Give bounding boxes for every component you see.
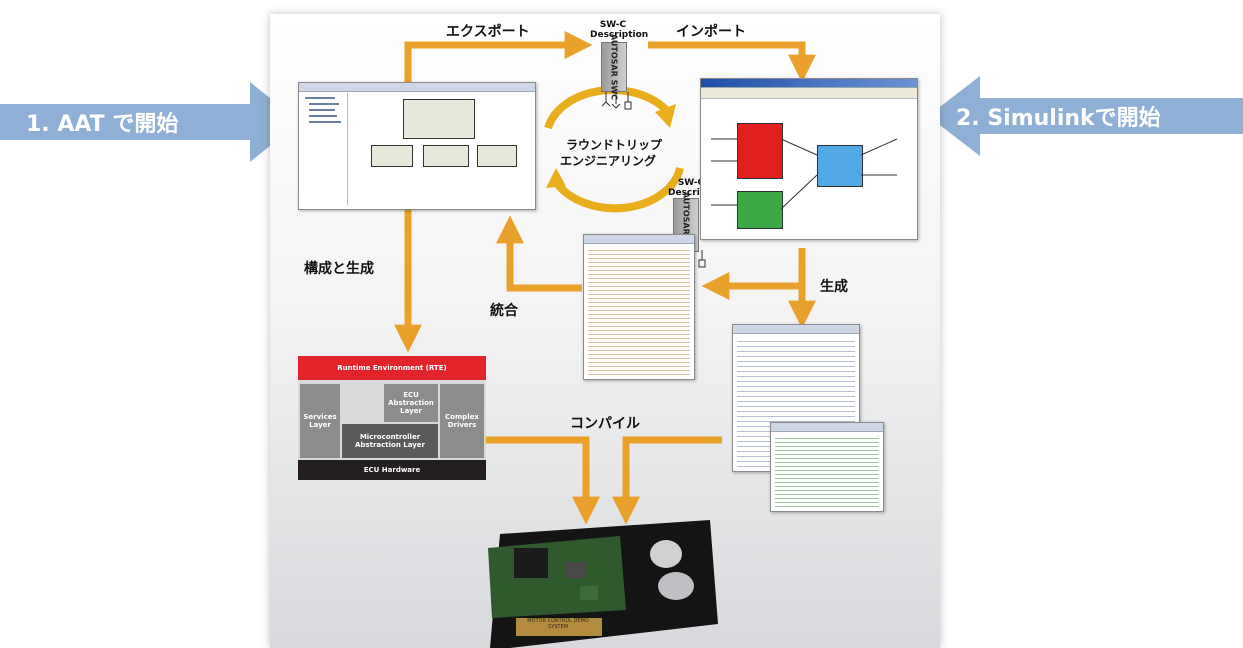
swc-top-ports <box>601 92 632 110</box>
rte-layer: Runtime Environment (RTE) <box>298 356 486 380</box>
arxml-arrow <box>701 248 806 300</box>
board-plate-label: MOTOR CONTROL DEMO SYSTEM <box>527 618 589 630</box>
ecu-hardware-layer: ECU Hardware <box>298 460 486 480</box>
roundtrip-label-line2: エンジニアリング <box>560 154 657 168</box>
swc-mid-description: SW-C Description <box>668 178 727 198</box>
configure-generate-label: 構成と生成 <box>304 261 374 277</box>
integrate-arrow <box>496 215 582 292</box>
export-arrow <box>404 31 593 82</box>
arxml-text <box>588 247 690 375</box>
right-callout-label: 2. Simulinkで開始 <box>956 106 1161 131</box>
compile-arrow-left <box>486 436 600 525</box>
aat-tool-window <box>298 82 536 210</box>
integrate-label: 統合 <box>490 303 518 319</box>
compile-arrow-right <box>612 436 722 525</box>
left-callout-arrow <box>0 82 300 162</box>
simulink-titlebar <box>701 79 917 88</box>
ecu-abstraction-layer: ECU Abstraction Layer <box>384 384 438 422</box>
autosar-layer-stack: Runtime Environment (RTE) Services Layer… <box>298 356 486 480</box>
roundtrip-arc-top <box>544 86 671 130</box>
aat-component-b <box>371 145 413 167</box>
roundtrip-label-line1: ラウンドトリップ <box>566 138 663 152</box>
export-label: エクスポート <box>446 24 530 40</box>
simulink-toolbar <box>701 88 917 99</box>
simulink-block-green <box>737 191 783 229</box>
aat-component-a <box>403 99 475 139</box>
swc-top-box: AUTOSAR SWC <box>601 34 627 100</box>
code-window-front-titlebar <box>771 423 883 432</box>
arxml-titlebar <box>584 235 694 244</box>
import-label: インポート <box>676 24 746 40</box>
aat-component-c <box>423 145 469 167</box>
aat-tree-pane <box>301 93 348 205</box>
aat-window-titlebar <box>299 83 535 92</box>
simulink-block-blue <box>817 145 863 187</box>
code-window-front-text <box>775 435 879 507</box>
complex-drivers-layer: Complex Drivers <box>440 384 484 458</box>
simulink-wires <box>711 138 898 210</box>
mcal-layer: Microcontroller Abstraction Layer <box>342 424 438 458</box>
aat-component-d <box>477 145 517 167</box>
swc-top-box-label: AUTOSAR SWC <box>609 33 619 101</box>
simulink-block-red <box>737 123 783 179</box>
compile-label: コンパイル <box>570 416 640 432</box>
roundtrip-arc-bottom <box>552 166 684 213</box>
simulink-window <box>700 78 918 240</box>
swc-top-description: SW-C Description <box>590 20 649 40</box>
services-layer: Services Layer <box>300 384 340 458</box>
arxml-window <box>583 234 695 380</box>
generate-label: 生成 <box>820 279 848 295</box>
import-arrow <box>648 41 816 83</box>
ecu-demo-board <box>488 520 718 648</box>
code-window-back-titlebar <box>733 325 859 334</box>
code-window-front <box>770 422 884 512</box>
right-callout-arrow <box>928 76 1243 156</box>
left-callout-label: 1. AAT で開始 <box>26 112 179 137</box>
